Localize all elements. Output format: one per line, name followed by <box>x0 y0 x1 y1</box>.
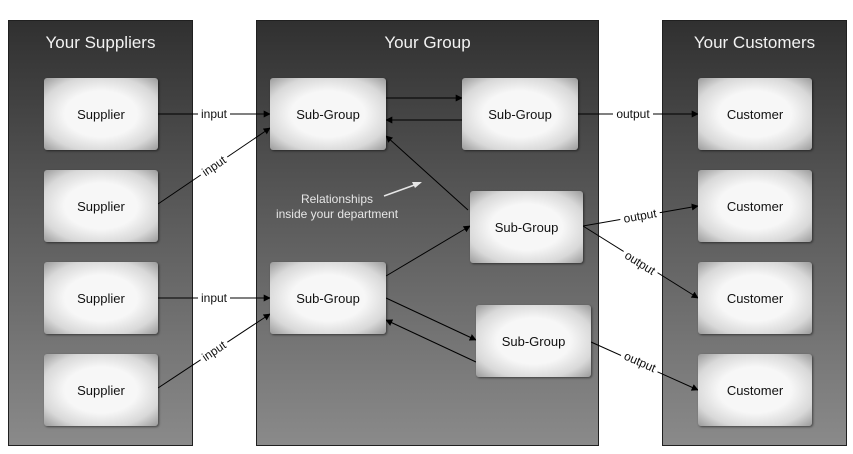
supplier-box-1: Supplier <box>44 78 158 150</box>
subgroup-box-1: Sub-Group <box>270 78 386 150</box>
output-label-2: output <box>622 206 658 226</box>
supplier-box-3: Supplier <box>44 262 158 334</box>
label-bg-input-1 <box>198 106 230 121</box>
label-bg-output-1 <box>613 106 653 121</box>
internal-arrow-5 <box>385 297 477 341</box>
subgroup-box-5: Sub-Group <box>476 305 591 377</box>
relationships-note: Relationships inside your department <box>262 192 412 222</box>
internal-arrow-4 <box>385 225 471 277</box>
customer-box-2: Customer <box>698 170 812 242</box>
label-bg-output-2 <box>618 204 661 227</box>
internal-arrow-6 <box>385 319 477 363</box>
suppliers-title: Your Suppliers <box>45 33 156 52</box>
group-title: Your Group <box>384 33 471 52</box>
customer-box-3: Customer <box>698 262 812 334</box>
note-line-1: Relationships <box>300 192 374 206</box>
output-label-3: output <box>622 248 658 278</box>
note-line-2: inside your department <box>275 207 399 221</box>
customer-box-1: Customer <box>698 78 812 150</box>
subgroup-box-4: Sub-Group <box>270 262 386 334</box>
label-bg-input-3 <box>198 290 230 305</box>
label-bg-input-2 <box>196 150 232 181</box>
label-bg-output-4 <box>618 346 662 377</box>
subgroup-box-2: Sub-Group <box>462 78 578 150</box>
supplier-box-4: Supplier <box>44 354 158 426</box>
supplier-box-2: Supplier <box>44 170 158 242</box>
customer-box-4: Customer <box>698 354 812 426</box>
output-label-4: output <box>622 349 659 376</box>
input-label-3: input <box>201 291 228 305</box>
customers-title: Your Customers <box>693 33 816 52</box>
output-label-1: output <box>616 107 650 121</box>
input-label-1: input <box>201 107 228 121</box>
label-bg-output-3 <box>619 245 662 280</box>
internal-arrow-3 <box>385 135 469 211</box>
label-bg-input-4 <box>196 335 232 366</box>
note-arrowhead <box>412 182 422 188</box>
subgroup-box-3: Sub-Group <box>470 191 583 263</box>
